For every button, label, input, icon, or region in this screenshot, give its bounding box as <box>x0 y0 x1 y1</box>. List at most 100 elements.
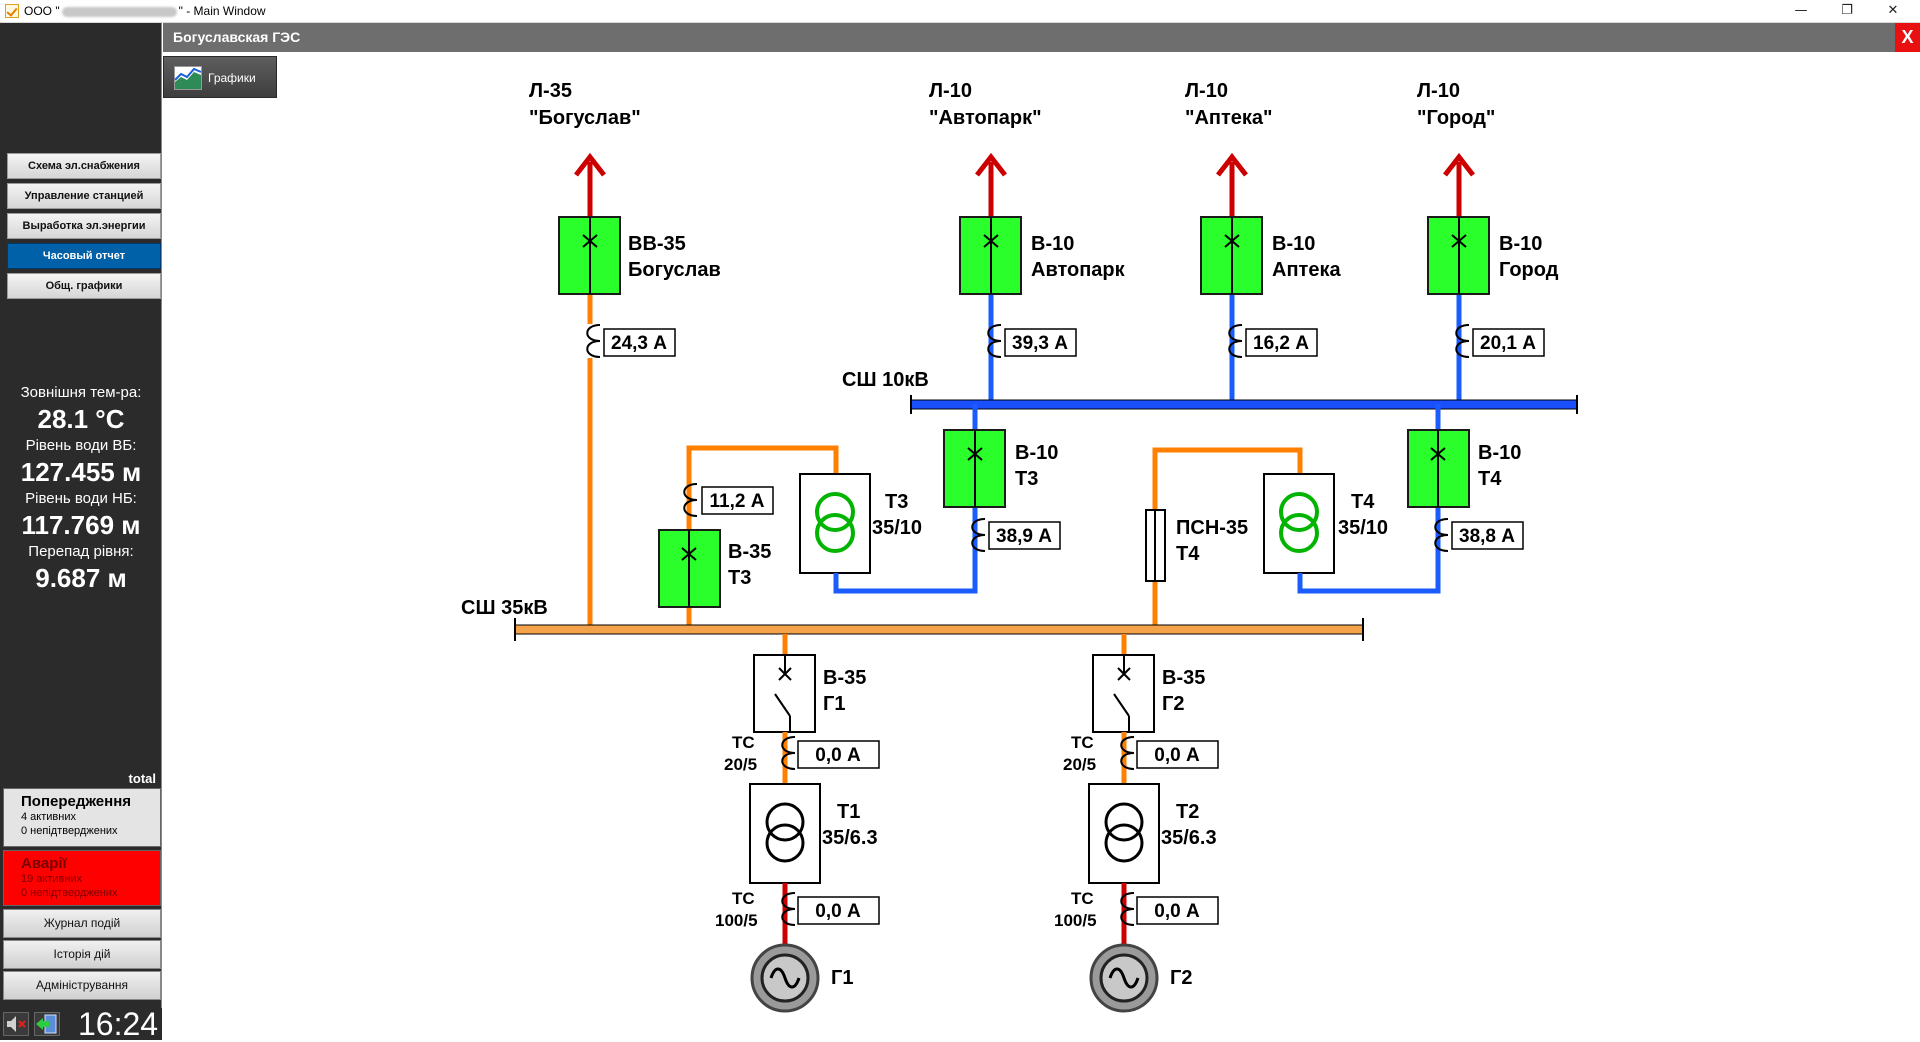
generator-2-branch: В-35 Г2 0,0 А ТС 20/5 Т2 35/6.3 0,0 А ТС… <box>1054 634 1219 1013</box>
current-bohuslav: 24,3 А <box>611 333 667 354</box>
current-apteka: 16,2 А <box>1253 333 1309 354</box>
bus-35kv-label: СШ 35кВ <box>461 597 548 619</box>
current-box-avtopark <box>1004 328 1077 357</box>
chart-icon <box>174 66 202 90</box>
current-transformer-icon <box>1455 324 1470 358</box>
feeder-bohuslav: 24,3 А Л-35 "Богуслав" ВВ-35 Богуслав <box>529 80 721 629</box>
switch-v35-g2-name: Г2 <box>1162 693 1184 715</box>
switch-v35-g2-label: В-35 <box>1162 667 1205 689</box>
fuse-psn35-name: Т4 <box>1176 543 1200 565</box>
transformer-t2-ratio: 35/6.3 <box>1161 827 1217 849</box>
speaker-mute-icon[interactable] <box>3 1012 29 1036</box>
charts-button[interactable]: Графики <box>163 56 277 98</box>
generator-g2-label: Г2 <box>1170 967 1192 989</box>
breaker-apteka-name: Аптека <box>1272 259 1341 281</box>
administration-button[interactable]: Адміністрування <box>3 971 161 1000</box>
current-transformer-icon <box>1120 892 1135 926</box>
feeder-apteka: 16,2 А Л-10 "Аптека" В-10 Аптека <box>1185 80 1341 404</box>
breaker-avtopark-name: Автопарк <box>1031 259 1126 281</box>
t3-group: 11,2 А В-35 Т3 Т3 35/10 38,9 А В-10 Т3 <box>658 404 1061 629</box>
main-area: Графики 24,3 А Л-35 "Богуслав" ВВ-35 Бог… <box>163 52 1920 1040</box>
logout-icon[interactable] <box>34 1012 60 1036</box>
minimize-button[interactable]: — <box>1794 3 1808 18</box>
current-transformer-icon <box>683 483 698 517</box>
current-g1-ct2: 0,0 А <box>815 901 861 922</box>
line-avtopark-name: "Автопарк" <box>929 107 1042 129</box>
transformer-t3-label: Т3 <box>885 491 908 513</box>
feeder-avtopark: 39,3 А Л-10 "Автопарк" В-10 Автопарк <box>929 80 1126 404</box>
status-bar: 16:24 <box>0 1008 162 1040</box>
station-title: Богуславская ГЭС <box>173 29 301 45</box>
line-gorod-label: Л-10 <box>1417 80 1460 102</box>
warnings-unconfirmed: 0 непідтверджених <box>21 825 118 837</box>
crashes-unconfirmed: 0 непідтверджених <box>21 887 118 899</box>
close-station-button[interactable]: X <box>1895 23 1920 52</box>
bus-10kv: СШ 10кВ <box>842 369 1578 414</box>
transformer-t4[interactable] <box>1263 473 1335 574</box>
breaker-v10-t4-label: В-10 <box>1478 442 1521 464</box>
window-title-prefix: ООО " <box>24 4 60 18</box>
window-title: ООО " " - Main Window <box>24 4 266 18</box>
breaker-apteka-label: В-10 <box>1272 233 1315 255</box>
nav-supply-scheme-button[interactable]: Схема эл.снабжения <box>7 153 161 179</box>
breaker-v10-t4-name: Т4 <box>1478 468 1502 490</box>
current-transformer-icon <box>1434 518 1449 552</box>
current-t3-35: 11,2 А <box>710 491 765 512</box>
action-history-button[interactable]: Історія дій <box>3 940 161 969</box>
fuse-psn35-label: ПСН-35 <box>1176 517 1248 539</box>
outdoor-temp-label: Зовнішня тем-ра: <box>20 384 142 401</box>
transformer-t3-ratio: 35/10 <box>872 517 922 539</box>
transformer-t2[interactable] <box>1088 783 1160 884</box>
current-box-g1-ct2 <box>797 896 880 925</box>
current-box-bohuslav <box>603 328 676 357</box>
ct2-g1-label: ТС <box>732 889 755 908</box>
crashes-panel[interactable]: Аварії 19 активних 0 непідтверджених <box>3 850 161 906</box>
ct1-g1-label: ТС <box>732 733 755 752</box>
window-title-suffix: " - Main Window <box>178 4 266 18</box>
window-titlebar: ООО " " - Main Window — ❐ ✕ <box>0 0 1920 23</box>
transformer-t1[interactable] <box>749 783 821 884</box>
level-difference-value: 9.687 м <box>35 563 127 593</box>
app-icon <box>5 4 19 18</box>
upper-water-level-label: Рівень води ВБ: <box>25 437 137 454</box>
current-transformer-icon <box>987 324 1002 358</box>
warnings-panel[interactable]: Попередження 4 активних 0 непідтверджени… <box>3 788 161 847</box>
single-line-diagram: 24,3 А Л-35 "Богуслав" ВВ-35 Богуслав 39… <box>461 80 1578 1013</box>
breaker-gorod-label: В-10 <box>1499 233 1542 255</box>
maximize-button[interactable]: ❐ <box>1841 3 1853 18</box>
clock: 16:24 <box>78 1006 159 1042</box>
breaker-gorod-name: Город <box>1499 259 1559 281</box>
lower-water-level-value: 117.769 м <box>21 510 141 540</box>
current-t4-10: 38,8 А <box>1459 526 1515 547</box>
current-transformer-icon <box>971 518 986 552</box>
transformer-t2-label: Т2 <box>1176 801 1199 823</box>
transformer-t1-ratio: 35/6.3 <box>822 827 878 849</box>
current-transformer-icon <box>781 892 796 926</box>
line-avtopark-label: Л-10 <box>929 80 972 102</box>
nav-station-control-button[interactable]: Управление станцией <box>7 183 161 209</box>
event-journal-button[interactable]: Журнал подій <box>3 909 161 938</box>
transformer-t4-label: Т4 <box>1351 491 1375 513</box>
current-box-gorod <box>1472 328 1545 357</box>
nav-energy-output-button[interactable]: Выработка эл.энергии <box>7 213 161 239</box>
warnings-title: Попередження <box>21 793 132 810</box>
window-close-button[interactable]: ✕ <box>1887 3 1899 18</box>
generator-1-branch: В-35 Г1 0,0 А ТС 20/5 Т1 35/6.3 0,0 А ТС… <box>715 634 880 1013</box>
charts-button-label: Графики <box>208 71 256 85</box>
current-box-t4-10 <box>1451 521 1524 550</box>
outdoor-temp-value: 28.1 °C <box>37 404 125 434</box>
ct2-g2-ratio: 100/5 <box>1054 911 1097 930</box>
transformer-t3[interactable] <box>799 473 871 574</box>
nav-general-charts-button[interactable]: Общ. графики <box>7 273 161 299</box>
transformer-t1-label: Т1 <box>837 801 860 823</box>
current-box-g2-ct2 <box>1136 896 1219 925</box>
ct1-g1-ratio: 20/5 <box>724 755 757 774</box>
level-difference-label: Перепад рівня: <box>28 543 134 560</box>
line-apteka-label: Л-10 <box>1185 80 1228 102</box>
breaker-v35-t3-label: В-35 <box>728 541 771 563</box>
transformer-t4-ratio: 35/10 <box>1338 517 1388 539</box>
left-panel: Схема эл.снабжения Управление станцией В… <box>0 23 162 1040</box>
current-box-t3-35 <box>701 486 774 515</box>
ct1-g2-ratio: 20/5 <box>1063 755 1096 774</box>
nav-hourly-report-button[interactable]: Часовый отчет <box>7 243 161 269</box>
